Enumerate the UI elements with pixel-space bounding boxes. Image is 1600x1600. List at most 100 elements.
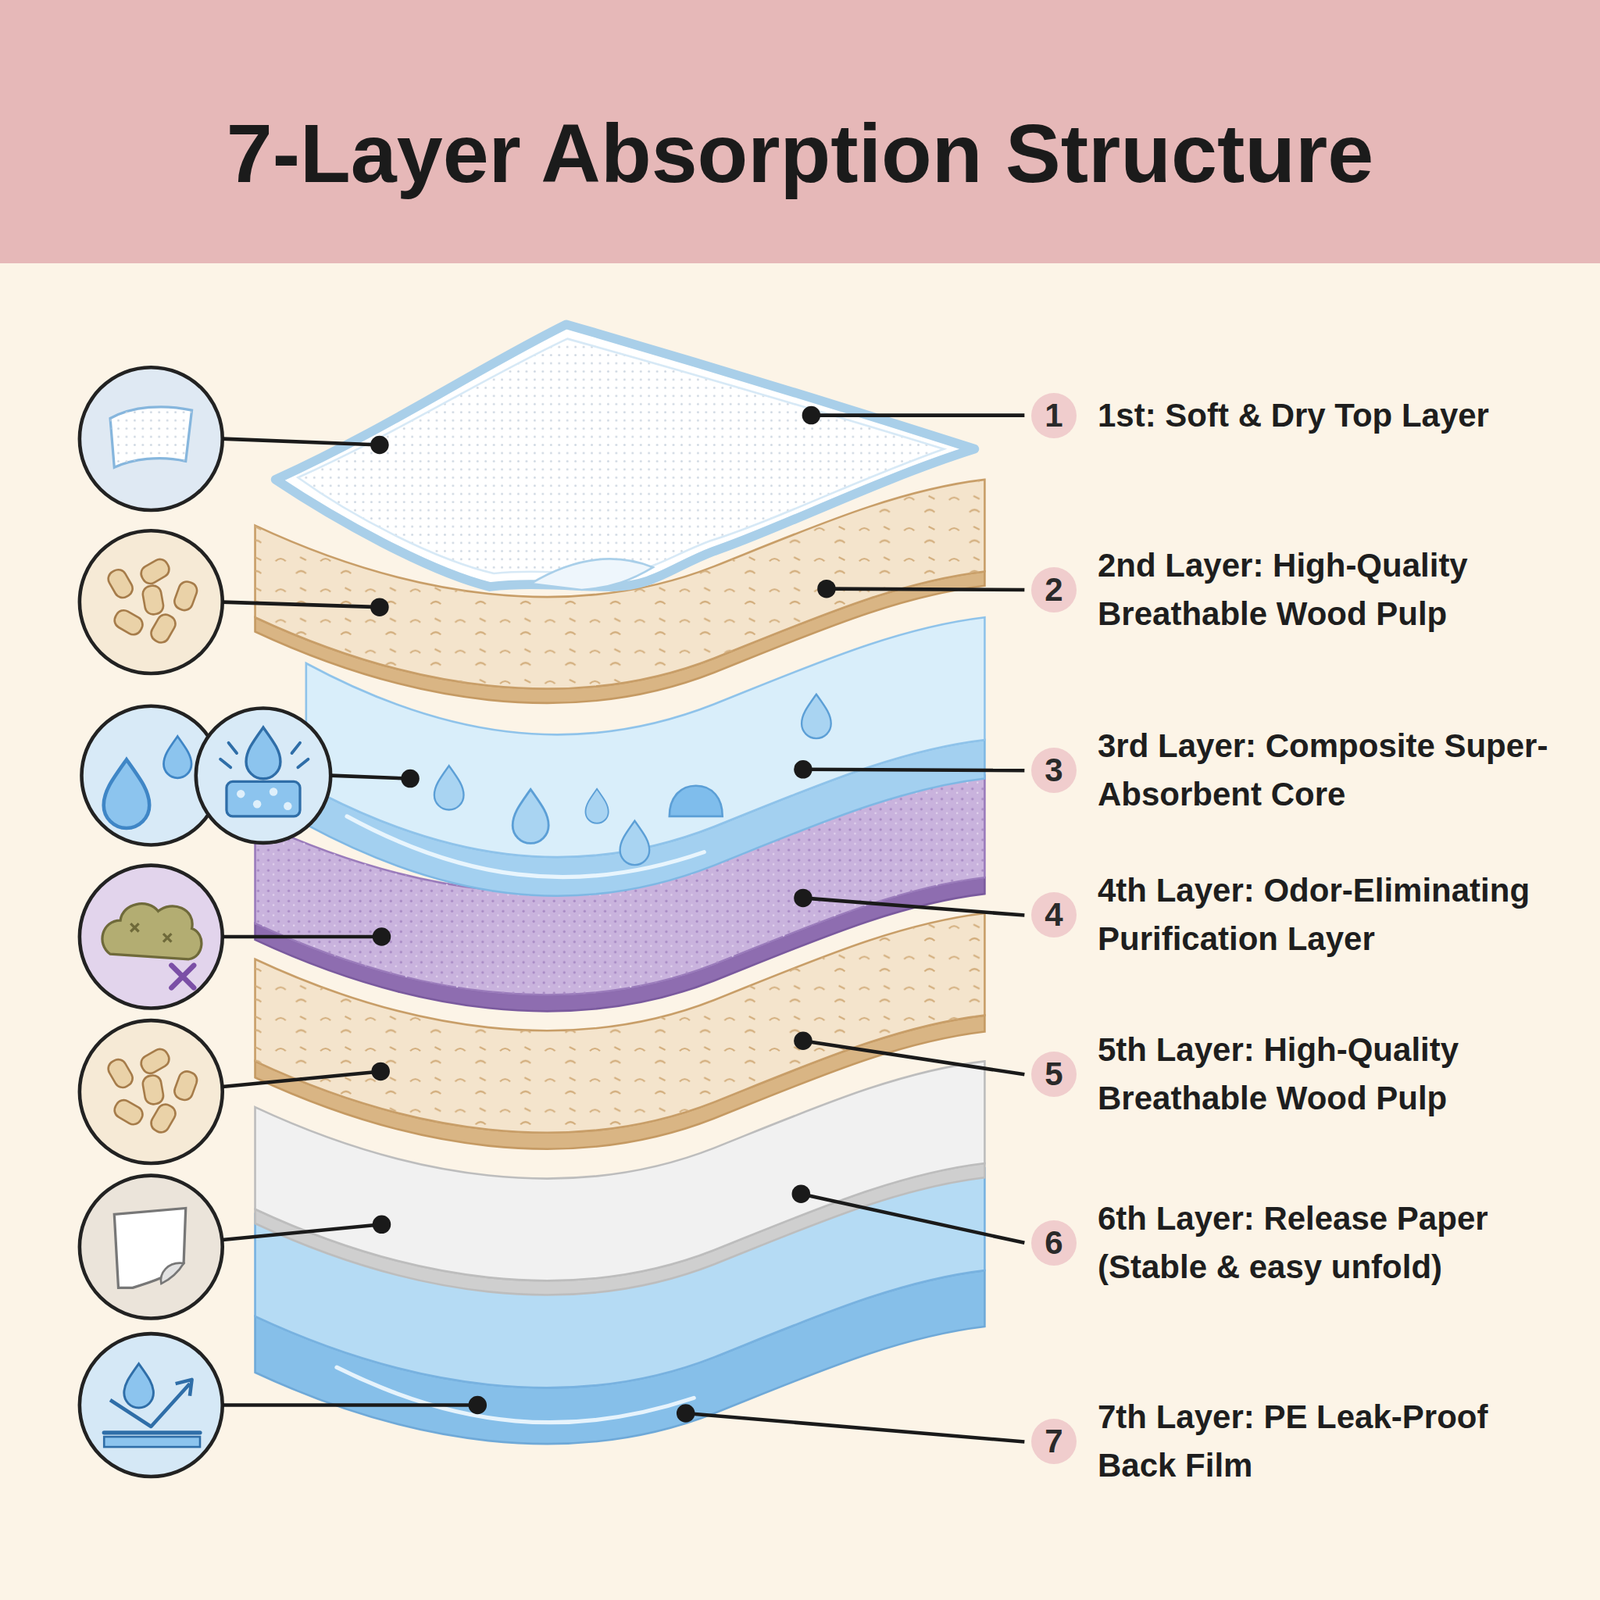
callout-number: 6 [1031,1220,1077,1266]
callout-number: 2 [1031,567,1077,613]
barrier-bar [103,1436,200,1447]
pulp-icon [105,1046,200,1136]
odor-icon [102,903,202,989]
leader-line [222,1071,381,1087]
callout-circle: 11st: Soft & Dry Top Layer [1031,392,1077,439]
icon-circle [79,1333,223,1477]
leader-line [803,769,1025,771]
gel-blob [669,785,723,817]
water-drop [801,694,832,739]
layer-description: 7th Layer: PE Leak-Proof Back Film [1097,1392,1559,1490]
pulp-pellet [105,566,136,600]
pulp-pellet [148,1101,179,1136]
icon-circle [79,530,223,674]
icon-circle [79,1020,223,1164]
pulp-pellet [148,611,179,646]
drop-symbol [164,735,193,778]
drop-symbol [103,759,150,829]
barrier-line [103,1430,200,1435]
paper-symbol [114,1207,186,1288]
callout-circle: 77th Layer: PE Leak-Proof Back Film [1031,1418,1077,1465]
pulp-pellet [141,1074,165,1106]
layer-description: 4th Layer: Odor-Eliminating Purification… [1097,866,1559,964]
pulp-pellet [171,579,200,613]
splash-lines [220,742,308,768]
drop-symbol [246,727,281,779]
top-sheet [275,324,975,587]
sponge-hole [269,787,278,796]
leader-dot [793,1031,813,1050]
leader-line [800,1193,1025,1243]
leader-dot [372,1215,392,1235]
pulp-pellet [138,1046,172,1077]
water-drop [620,821,650,865]
odor-cloud [102,903,202,960]
callout-number: 1 [1031,392,1077,439]
pulp-pellet [111,1096,146,1128]
callout-number: 5 [1031,1051,1077,1097]
callout-circle: 55th Layer: High-Quality Breathable Wood… [1031,1051,1077,1097]
pulp-pellet [138,556,172,587]
water-drops [434,694,832,865]
sheet-icon-texture [110,407,192,468]
leader-dot [793,760,813,779]
leader-line [222,1403,479,1408]
callout-circle: 22nd Layer: High-Quality Breathable Wood… [1031,567,1077,613]
deflect-arrow [110,1383,190,1427]
icon-circle [79,865,223,1009]
layer-description: 6th Layer: Release Paper (Stable & easy … [1097,1194,1559,1292]
leader-line [685,1413,1025,1443]
callout-number: 4 [1031,892,1077,938]
layer-description: 1st: Soft & Dry Top Layer [1097,391,1559,440]
leader-dot [370,597,390,617]
leader-lines [222,415,1025,1443]
leader-line [803,1040,1025,1075]
leakproof-icon [103,1364,200,1448]
sponge-hole [236,789,245,798]
paper-icon [114,1207,186,1288]
sheet-icon [110,407,192,468]
arrow-head [175,1379,193,1397]
leader-dot [468,1396,488,1415]
sponge-hole [253,800,261,808]
leader-line [222,439,380,446]
leader-dot [792,1184,811,1204]
sponge-hole [283,802,292,811]
diagram-title: 7-Layer Absorption Structure [0,0,1600,307]
sponge-icon [220,727,308,817]
sheet-fold [530,558,654,590]
odor-specks [130,923,172,943]
drop-symbol [124,1364,154,1408]
cross-symbol [171,965,194,989]
leader-dot [371,1062,390,1082]
pulp-icon [105,556,200,646]
icon-circles [79,367,331,1477]
leader-dot [802,406,822,425]
leader-dot [372,927,392,947]
leader-line [826,589,1025,590]
pulp-pellet [141,584,165,616]
callout-circle: 33rd Layer: Composite Super-Absorbent Co… [1031,747,1077,793]
callout-circle: 44th Layer: Odor-Eliminating Purificatio… [1031,892,1077,938]
leader-dot [370,435,390,455]
leader-line [222,602,380,608]
pulp-pellet [111,607,146,638]
leader-dots [370,406,836,1423]
leader-dot [817,579,836,599]
leader-dot [676,1403,696,1423]
water-drop [434,765,465,810]
callout-number: 7 [1031,1418,1077,1465]
layer-description: 2nd Layer: High-Quality Breathable Wood … [1097,541,1559,639]
callout-number: 3 [1031,747,1077,793]
icon-circle [196,707,331,843]
drops-icon [103,735,192,829]
film-shine [336,1367,694,1423]
sponge-symbol [226,781,300,816]
leader-line [330,775,411,779]
pulp-pellet [171,1069,200,1103]
top-sheet-texture [297,339,944,574]
leader-line [803,897,1025,915]
leader-line [810,413,1025,418]
